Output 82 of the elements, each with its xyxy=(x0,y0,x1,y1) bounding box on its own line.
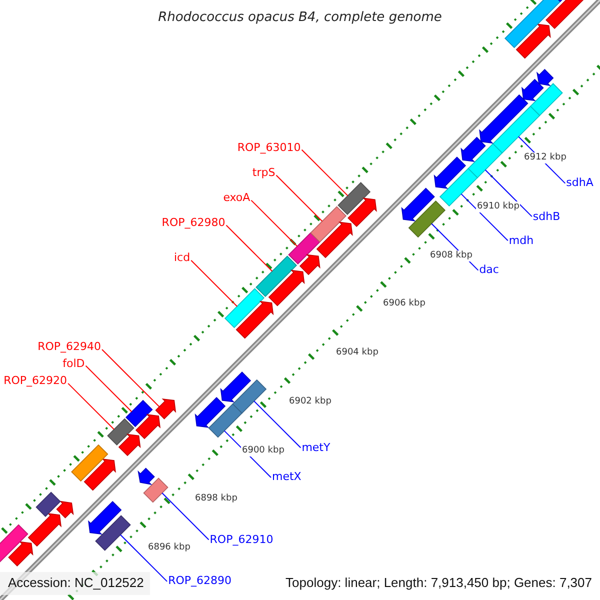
gene-symbol xyxy=(135,414,161,440)
accession-note: Accession: NC_012522 xyxy=(0,572,150,595)
gene-label: metX xyxy=(272,472,302,483)
gene-label: icd xyxy=(174,252,190,264)
scale-label: 6912 kbp xyxy=(523,152,568,164)
gene-box xyxy=(232,379,267,414)
gene-symbol xyxy=(194,397,226,428)
leader-line xyxy=(68,382,115,430)
gene-box xyxy=(288,232,320,264)
leader-line xyxy=(460,193,508,242)
leader-line xyxy=(162,492,210,540)
gene-symbol xyxy=(401,188,435,222)
gene-symbol xyxy=(536,68,554,86)
gene-box xyxy=(492,106,540,154)
scale-label: 6904 kbp xyxy=(335,348,380,358)
leader-line xyxy=(226,224,273,272)
gene-label: sdhB xyxy=(532,210,560,222)
leader-line xyxy=(254,400,302,448)
gene-label: ROP_62940 xyxy=(38,341,101,352)
gene-symbol xyxy=(348,198,377,228)
leader-line xyxy=(484,169,532,218)
gene-label: ROP_62920 xyxy=(4,375,68,386)
gene-symbol xyxy=(516,24,551,59)
scale-label: 6910 kbp xyxy=(476,201,520,212)
gene-label: exoA xyxy=(223,192,250,204)
gene-symbol xyxy=(84,458,116,491)
gene-label: ROP_62910 xyxy=(210,534,274,545)
scale-label: 6906 kbp xyxy=(382,298,426,310)
gene-symbol xyxy=(220,372,252,402)
gene-box xyxy=(530,83,563,116)
gene-box xyxy=(143,478,168,503)
gene-box xyxy=(95,515,131,551)
gene-box xyxy=(208,403,243,438)
gene-label: folD xyxy=(62,358,85,369)
leader-line xyxy=(250,200,298,247)
gene-label: ROP_63010 xyxy=(237,142,301,153)
gene-symbol xyxy=(521,78,544,102)
gene-box xyxy=(468,143,503,178)
leader-line xyxy=(301,149,348,196)
gene-label: ROP_62980 xyxy=(162,217,226,228)
gene-symbol xyxy=(460,136,486,162)
gene-symbol xyxy=(138,468,155,485)
scale-label: 6902 kbp xyxy=(288,396,332,408)
gene-box xyxy=(107,418,134,446)
gene-symbol xyxy=(316,222,353,258)
gene-box xyxy=(36,492,61,517)
gene-box xyxy=(256,256,298,298)
gene-symbol xyxy=(88,500,122,535)
leader-line xyxy=(102,349,160,408)
gene-symbol xyxy=(118,434,141,456)
leader-line xyxy=(276,174,323,222)
gene-box xyxy=(71,444,108,482)
gene-box xyxy=(504,0,561,48)
title: Rhodococcus opacus B4, complete genome xyxy=(158,11,442,24)
gene-label: mdh xyxy=(508,234,534,246)
gene-box xyxy=(338,182,371,215)
gene-box xyxy=(125,400,153,428)
scale-label: 6898 kbp xyxy=(194,494,238,505)
gene-symbol xyxy=(434,156,466,189)
gene-label: metY xyxy=(302,442,330,453)
gene-box xyxy=(0,524,28,563)
gene-symbol xyxy=(479,94,528,144)
leader-line xyxy=(120,534,168,582)
gene-label: ROP_62890 xyxy=(168,575,232,586)
gene-symbol xyxy=(56,500,74,518)
gene-symbol xyxy=(8,541,34,566)
gene-box xyxy=(224,288,264,328)
gene-label: sdhA xyxy=(566,177,594,188)
gene-label: dac xyxy=(479,264,499,276)
gene-symbol xyxy=(299,254,320,276)
gene-box xyxy=(408,200,446,238)
scale-label: 6908 kbp xyxy=(429,250,474,261)
gene-box xyxy=(310,206,347,243)
gene-box xyxy=(439,168,478,207)
gene-label: trpS xyxy=(252,167,276,178)
genome-stats-note: Topology: linear; Length: 7,913,450 bp; Genes: 7,307 xyxy=(286,576,592,589)
gene-symbol xyxy=(28,513,62,547)
scale-label: 6896 kbp xyxy=(147,542,192,554)
gene-symbol xyxy=(268,270,305,306)
scale-label: 6900 kbp xyxy=(241,445,286,456)
gene-symbol xyxy=(236,300,274,339)
gene-symbol xyxy=(155,398,176,420)
